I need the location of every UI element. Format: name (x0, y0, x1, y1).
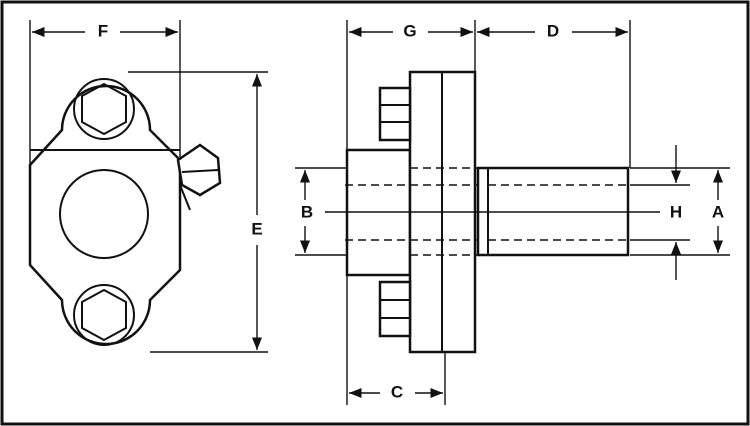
label-e: E (251, 219, 262, 238)
dimension-a: A (630, 167, 730, 256)
dimension-c: C (346, 275, 446, 405)
bore-circle (59, 169, 149, 259)
label-g: G (403, 21, 416, 40)
bolt-head-top (378, 86, 412, 142)
grease-fitting-icon (176, 143, 222, 211)
dimension-f: F (29, 20, 181, 165)
hex-bolt-bottom-icon (81, 288, 127, 342)
label-b: B (301, 202, 313, 221)
label-c: C (391, 382, 403, 401)
bolt-head-bottom (378, 280, 412, 338)
label-d: D (547, 21, 559, 40)
dimension-d: D (477, 20, 631, 168)
dimension-e: E (128, 71, 268, 353)
flange-front-view (28, 78, 222, 346)
flange-side-view (345, 70, 630, 354)
hex-bolt-top-icon (81, 82, 127, 136)
dimension-b: B (295, 167, 347, 256)
label-a: A (712, 202, 724, 221)
label-h: H (670, 202, 682, 221)
dimension-g: G (346, 20, 476, 150)
dimension-h: H (630, 145, 690, 280)
label-f: F (98, 21, 108, 40)
